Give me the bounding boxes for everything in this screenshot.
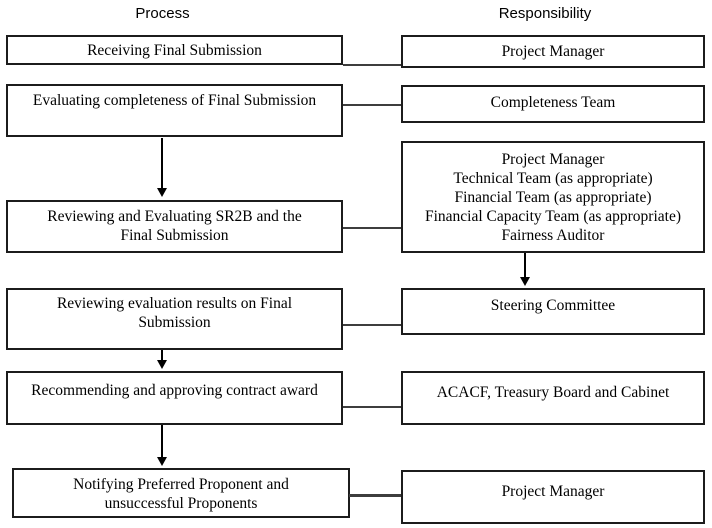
responsibility-box-completeness-team: Completeness Team: [401, 85, 705, 123]
process-box-receiving-final-submission: Receiving Final Submission: [6, 35, 343, 65]
arrow-head-icon: [520, 277, 530, 286]
process-box-recommending-approving: Recommending and approving contract awar…: [6, 371, 343, 425]
process-box-reviewing-evaluation-results: Reviewing evaluation results on Final Su…: [6, 288, 343, 350]
arrow-down-recommending-to-notifying: [157, 425, 167, 466]
responsibility-box-steering-committee: Steering Committee: [401, 288, 705, 335]
responsibility-box-project-manager-1: Project Manager: [401, 35, 705, 68]
connector-line-row1: [343, 64, 401, 66]
connector-line-row4: [343, 324, 401, 326]
process-box-reviewing-evaluating-sr2b: Reviewing and Evaluating SR2B and the Fi…: [6, 200, 343, 253]
responsibility-box-acacf-treasury-cabinet: ACACF, Treasury Board and Cabinet: [401, 371, 705, 425]
arrow-down-teams-to-steering-committee: [520, 253, 530, 286]
connector-line-row2: [343, 104, 401, 106]
arrow-down-evaluating-to-reviewing: [157, 138, 167, 197]
responsibility-box-evaluation-teams: Project Manager Technical Team (as appro…: [401, 141, 705, 253]
connector-line-row5: [343, 406, 401, 408]
arrow-shaft: [524, 253, 526, 277]
process-box-evaluating-completeness: Evaluating completeness of Final Submiss…: [6, 84, 343, 137]
arrow-shaft: [161, 350, 163, 360]
arrow-head-icon: [157, 360, 167, 369]
arrow-head-icon: [157, 188, 167, 197]
arrow-shaft: [161, 425, 163, 457]
process-box-notifying-proponents: Notifying Preferred Proponent and unsucc…: [12, 468, 350, 518]
connector-line-row3: [343, 227, 401, 229]
connector-line-row6: [349, 494, 401, 497]
column-header-process: Process: [135, 5, 190, 22]
responsibility-box-project-manager-2: Project Manager: [401, 470, 705, 524]
arrow-shaft: [161, 138, 163, 188]
column-header-responsibility: Responsibility: [498, 5, 592, 22]
arrow-down-results-to-recommending: [157, 350, 167, 369]
arrow-head-icon: [157, 457, 167, 466]
